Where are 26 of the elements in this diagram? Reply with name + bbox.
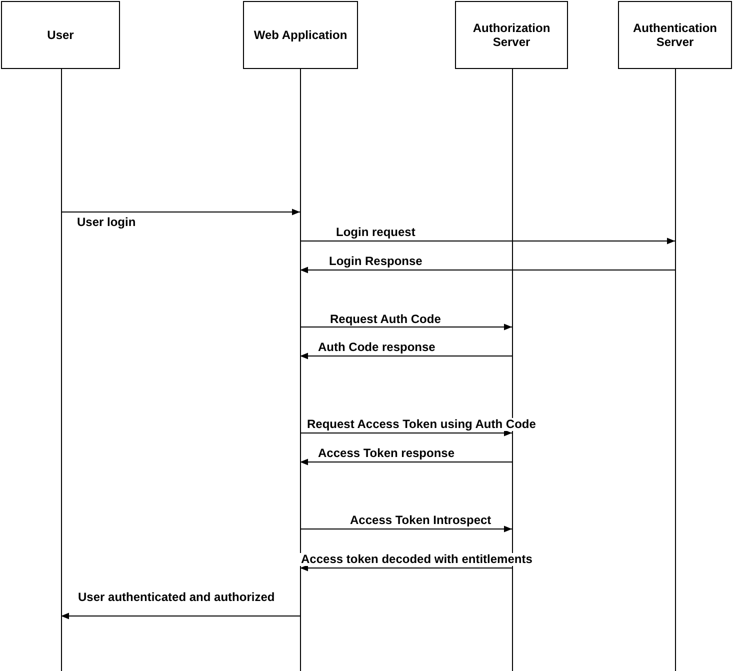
- message-arrow: [300, 238, 676, 244]
- message-arrow: [300, 564, 512, 572]
- participant-box: User: [1, 1, 120, 69]
- edge-label: User login: [76, 216, 137, 229]
- message-arrow: [60, 612, 300, 620]
- message-arrow: [300, 266, 676, 274]
- message-arrow: [60, 208, 300, 216]
- edge-label: Auth Code response: [317, 341, 436, 354]
- lifeline: [60, 69, 62, 671]
- participant-box: Web Application: [243, 1, 358, 69]
- edge-label: Request Auth Code: [329, 313, 442, 326]
- message-arrow: [300, 352, 512, 360]
- participant-box: Authentication Server: [618, 1, 732, 69]
- message-arrow: [300, 324, 512, 330]
- edge-label: Request Access Token using Auth Code: [306, 418, 537, 431]
- edge-label: Access token decoded with entitlements: [300, 553, 534, 566]
- edge-label: Access Token Introspect: [349, 514, 492, 527]
- lifeline: [674, 69, 676, 671]
- message-arrow: [300, 458, 512, 466]
- edge-label: Login request: [335, 226, 416, 239]
- edge-label: Access Token response: [317, 447, 456, 460]
- edge-label: Login Response: [328, 255, 424, 268]
- message-arrow: [300, 526, 512, 532]
- edge-label: User authenticated and authorized: [77, 591, 276, 604]
- participant-box: Authorization Server: [455, 1, 568, 69]
- message-arrow: [300, 430, 512, 436]
